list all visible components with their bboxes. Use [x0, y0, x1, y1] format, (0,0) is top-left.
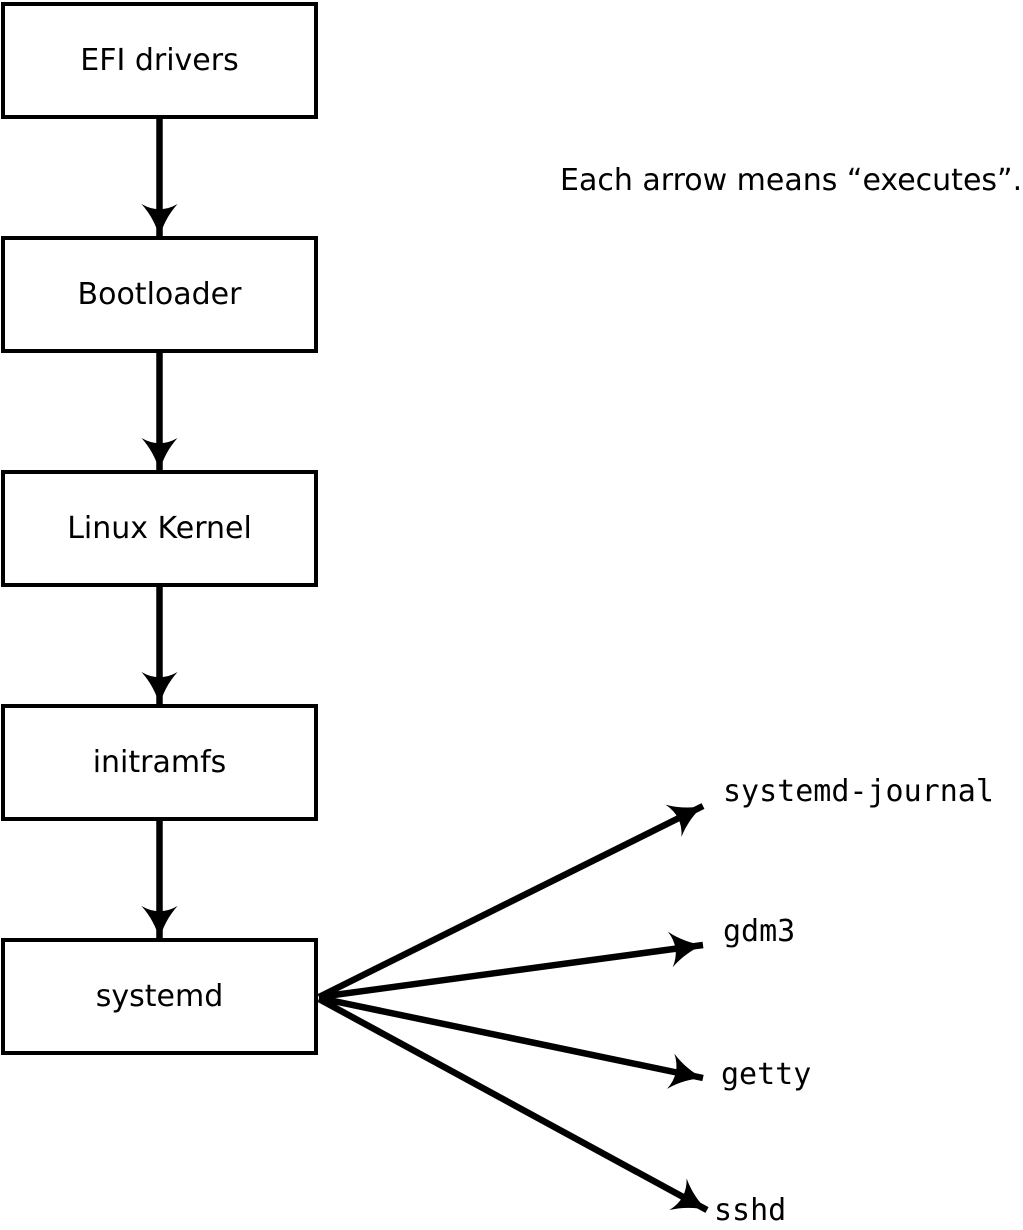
node-label-efi-drivers: EFI drivers: [80, 42, 239, 78]
node-label-initramfs: initramfs: [92, 744, 227, 780]
node-label-systemd: systemd: [95, 978, 224, 1014]
node-label-bootloader: Bootloader: [77, 276, 242, 312]
node-label-linux-kernel: Linux Kernel: [67, 510, 252, 546]
arrow-systemd-to-getty: [318, 994, 704, 1089]
arrow-systemd-to-systemd-journal: [317, 803, 705, 1000]
node-bootloader: Bootloader: [1, 236, 318, 353]
node-systemd: systemd: [1, 938, 318, 1055]
node-initramfs: initramfs: [1, 704, 318, 821]
node-systemd-journal: systemd-journal: [723, 774, 994, 809]
node-efi-drivers: EFI drivers: [1, 2, 318, 119]
node-gdm3: gdm3: [723, 914, 796, 949]
node-getty: getty: [721, 1057, 812, 1092]
node-sshd: sshd: [714, 1193, 787, 1228]
caption-arrow-meaning: Each arrow means “executes”.: [560, 163, 1023, 198]
node-linux-kernel: Linux Kernel: [1, 470, 318, 587]
arrow-systemd-to-gdm3: [318, 931, 704, 1001]
arrow-systemd-to-sshd: [317, 996, 709, 1213]
